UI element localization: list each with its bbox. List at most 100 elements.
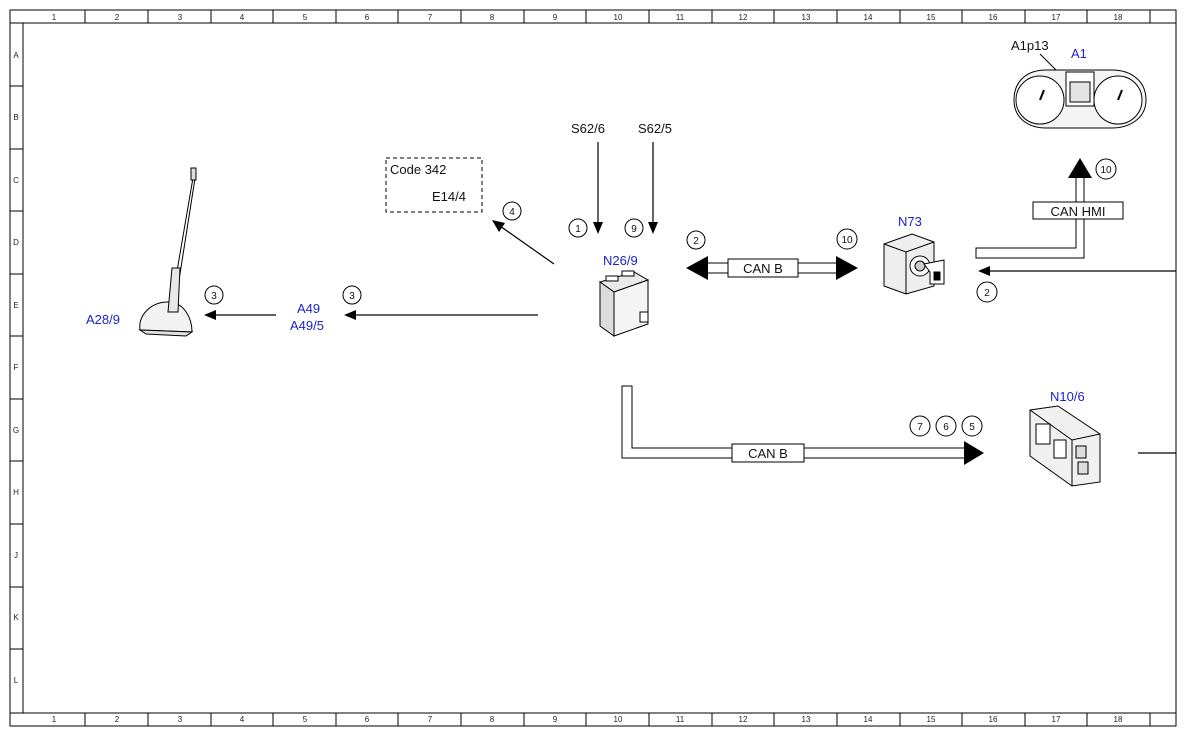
col-label: 6	[365, 715, 370, 724]
antenna-icon	[138, 167, 197, 337]
col-label: 17	[1052, 13, 1061, 22]
marker-number: 6	[943, 422, 949, 433]
row-label: J	[14, 551, 18, 560]
row-label: H	[13, 488, 19, 497]
col-label: 12	[739, 715, 748, 724]
col-label: 15	[927, 715, 936, 724]
n26-9-label: N26/9	[603, 253, 638, 268]
column-labels-top: 1 2 3 4 5 6 7 8 9 10 11 12 13 14 15 16 1…	[52, 13, 1123, 22]
can-b-bus-top: CAN B	[686, 256, 858, 280]
marker-circle	[568, 218, 588, 238]
signal-arrow-s62-6	[593, 142, 603, 234]
column-ruler-top	[84, 10, 1151, 23]
a49-5-label: A49/5	[290, 318, 324, 333]
col-label: 16	[989, 715, 998, 724]
code-option-box	[385, 157, 483, 213]
col-label: 13	[802, 715, 811, 724]
col-label: 8	[490, 13, 495, 22]
a1-label: A1	[1071, 46, 1087, 61]
marker-number: 4	[509, 207, 515, 218]
col-label: 9	[553, 715, 558, 724]
instrument-cluster-icon	[1013, 69, 1147, 129]
marker-circle	[624, 218, 644, 238]
column-ruler-bottom	[84, 713, 1151, 726]
col-label: 14	[864, 13, 873, 22]
col-label: 10	[614, 13, 623, 22]
col-label: 15	[927, 13, 936, 22]
ignition-switch-icon	[883, 233, 945, 295]
signal-arrow-s62-5	[648, 142, 658, 234]
row-ruler-left	[10, 85, 23, 650]
col-label: 4	[240, 13, 245, 22]
signal-arrow-to-e14	[492, 220, 555, 265]
control-module-icon	[598, 270, 650, 337]
diagram-frame	[9, 9, 1177, 727]
row-label: C	[13, 176, 19, 185]
signal-arrow-to-antenna	[204, 310, 276, 320]
row-labels-left: A B C D E F G H J K L	[13, 51, 19, 685]
col-label: 7	[428, 13, 433, 22]
e14-4-label: E14/4	[432, 189, 466, 204]
sam-module-icon	[1029, 405, 1101, 487]
column-labels-bottom: 1 2 3 4 5 6 7 8 9 10 11 12 13 14 15 16 1…	[52, 715, 1123, 724]
col-label: 1	[52, 13, 57, 22]
col-label: 18	[1114, 13, 1123, 22]
col-label: 11	[676, 13, 685, 22]
col-label: 11	[676, 715, 685, 724]
marker-number: 7	[917, 422, 923, 433]
row-label: B	[13, 113, 18, 122]
col-label: 6	[365, 13, 370, 22]
signal-arrow-to-n73	[978, 266, 1176, 276]
can-b-bus-bottom: CAN B	[621, 385, 984, 465]
marker-circle	[961, 415, 983, 437]
col-label: 18	[1114, 715, 1123, 724]
n73-label: N73	[898, 214, 922, 229]
col-label: 4	[240, 715, 245, 724]
s62-6-label: S62/6	[571, 121, 605, 136]
marker-circle	[204, 285, 224, 305]
can-b-label: CAN B	[743, 261, 783, 276]
row-label: E	[13, 301, 18, 310]
n10-6-label: N10/6	[1050, 389, 1085, 404]
row-label: G	[13, 426, 19, 435]
col-label: 17	[1052, 715, 1061, 724]
col-label: 3	[178, 13, 183, 22]
col-label: 14	[864, 715, 873, 724]
marker-circle	[342, 285, 362, 305]
marker-number: 10	[1100, 165, 1112, 176]
marker-number: 10	[841, 235, 853, 246]
marker-circle	[935, 415, 957, 437]
col-label: 8	[490, 715, 495, 724]
antenna-label: A28/9	[86, 312, 120, 327]
row-label: A	[13, 51, 19, 60]
can-hmi-bus: CAN HMI	[975, 158, 1124, 259]
col-label: 13	[802, 13, 811, 22]
col-label: 10	[614, 715, 623, 724]
can-b-label: CAN B	[748, 446, 788, 461]
row-label: D	[13, 238, 19, 247]
col-label: 9	[553, 13, 558, 22]
code-label: Code 342	[390, 162, 446, 177]
s62-5-label: S62/5	[638, 121, 672, 136]
marker-number: 2	[984, 288, 990, 299]
can-hmi-label: CAN HMI	[1051, 204, 1106, 219]
marker-circle	[976, 281, 998, 303]
marker-circle	[836, 228, 858, 250]
col-label: 2	[115, 13, 120, 22]
marker-number: 3	[349, 291, 355, 302]
col-label: 1	[52, 715, 57, 724]
a49-label: A49	[297, 301, 320, 316]
row-label: F	[14, 363, 19, 372]
a1p13-label: A1p13	[1011, 38, 1049, 53]
marker-circle	[1095, 158, 1117, 180]
marker-number: 3	[211, 291, 217, 302]
col-label: 5	[303, 715, 308, 724]
marker-number: 1	[575, 224, 581, 235]
marker-circle	[502, 201, 522, 221]
marker-circle	[909, 415, 931, 437]
row-label: K	[13, 613, 19, 622]
col-label: 3	[178, 715, 183, 724]
col-label: 12	[739, 13, 748, 22]
row-label: L	[14, 676, 19, 685]
